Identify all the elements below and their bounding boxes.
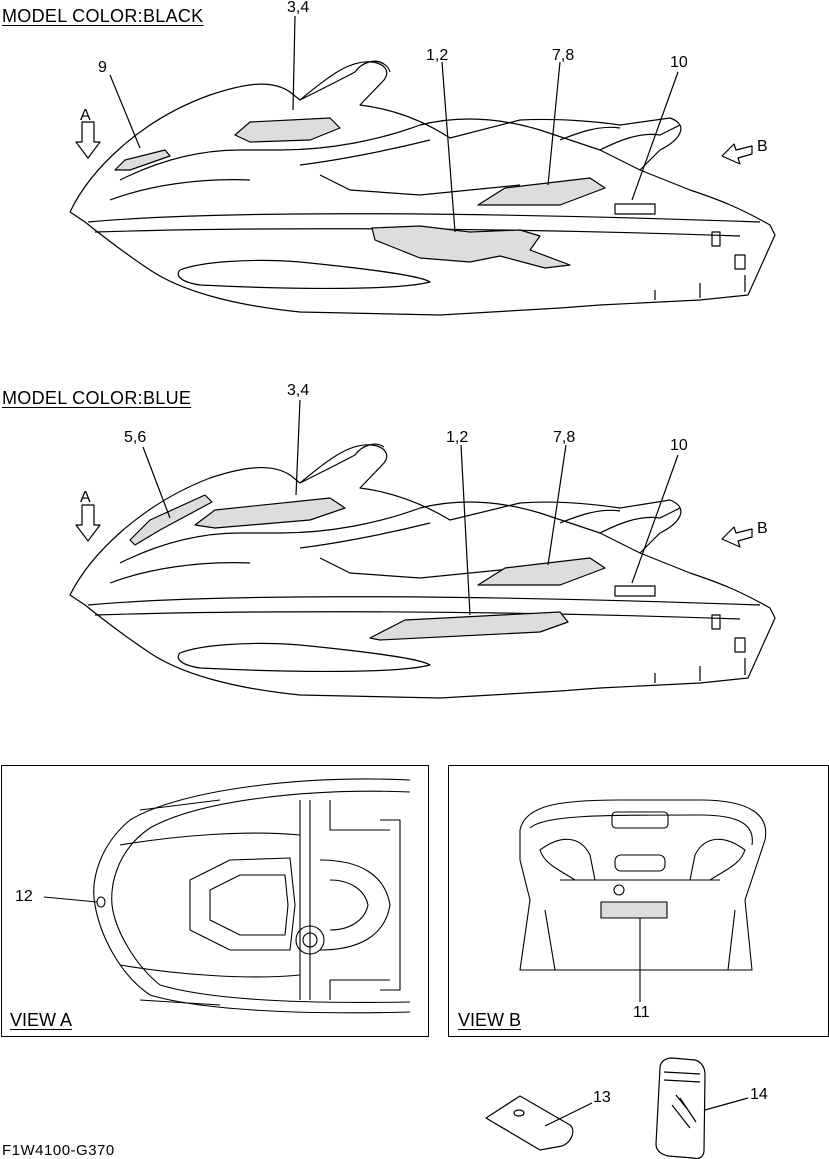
accessory-callout-14: 14 [750,1086,768,1103]
view-a-callout-12: 12 [15,888,33,905]
view-a-label: VIEW A [10,1010,73,1030]
blue-callout-1-2: 1,2 [446,429,469,446]
callout-7-8: 7,8 [552,47,575,64]
accessory-callout-13: 13 [593,1089,611,1106]
view-a-arrow-label: A [80,107,91,124]
view-b-label: VIEW B [458,1010,522,1030]
callout-10: 10 [670,54,688,71]
view-b-arrow-label: B [757,138,768,155]
diagram-code: F1W4100-G370 [2,1142,115,1159]
callout-3-4: 3,4 [287,0,310,16]
blue-callout-3-4: 3,4 [287,382,310,399]
blue-callout-7-8: 7,8 [553,429,576,446]
blue-model-title: MODEL COLOR:BLUE [2,388,192,408]
blue-callout-10: 10 [670,437,688,454]
view-b-callout-11: 11 [633,1004,650,1021]
blue-callout-5-6: 5,6 [124,429,147,446]
blue-view-a-arrow-label: A [80,489,91,506]
black-model-title: MODEL COLOR:BLACK [2,6,204,26]
callout-9: 9 [98,59,107,76]
blue-view-b-arrow-label: B [757,520,768,537]
callout-1-2: 1,2 [426,47,449,64]
view-a-panel [1,765,429,1037]
